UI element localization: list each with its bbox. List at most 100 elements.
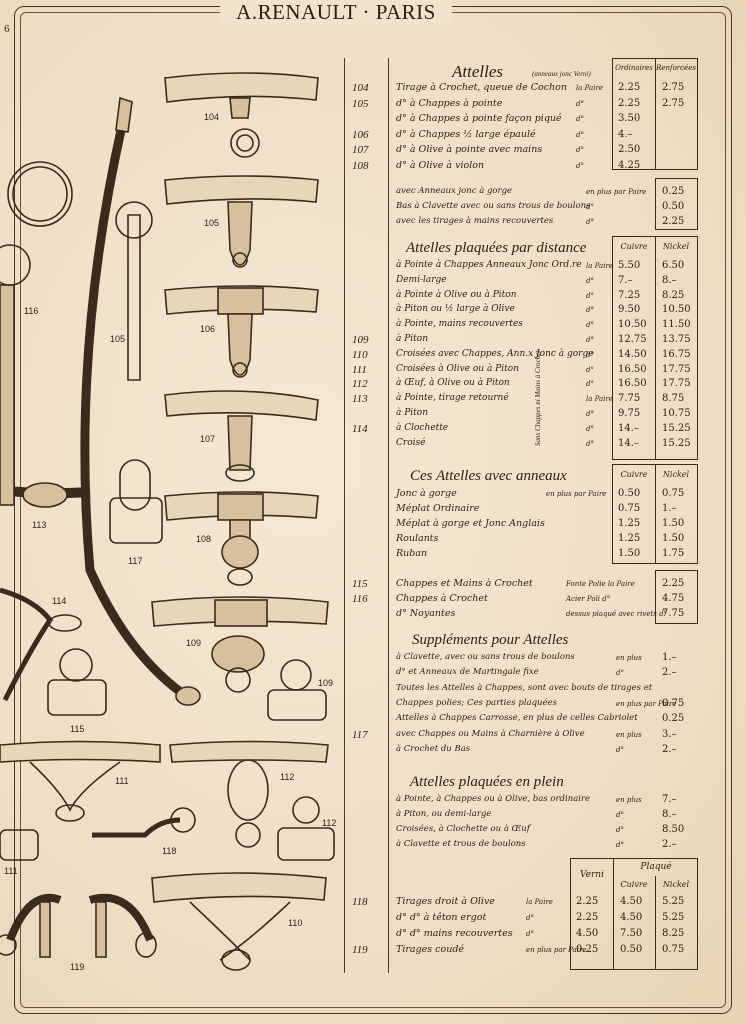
row-description: d° et Anneaux de Martingale fixe: [396, 667, 539, 678]
row-unit: d°: [576, 130, 584, 139]
row-price-2: 8.75: [662, 393, 685, 405]
fig-label: 105: [204, 218, 220, 228]
row-unit: d°: [616, 669, 624, 678]
row-description: Tirages coudé: [396, 944, 465, 955]
row-description: à Clochette: [396, 422, 449, 433]
fig-label: 113: [32, 520, 47, 530]
row-description: Méplat à gorge et Jonc Anglais: [396, 518, 545, 529]
row-description: Tirage à Crochet, queue de Cochon: [396, 82, 568, 93]
row-description: à Œuf, à Olive ou à Piton: [396, 378, 510, 389]
row-unit: d°: [586, 291, 594, 300]
row-description: Jonc à gorge: [396, 488, 457, 499]
col-header-renforcees: Renforcées: [656, 64, 696, 72]
row-price-1: 5.50: [618, 260, 641, 271]
row-unit: la Paire: [526, 898, 553, 906]
row-description: à Piton: [396, 408, 428, 418]
row-description: à Piton ou ½ large à Olive: [396, 304, 515, 315]
row-price-2: 1.50: [662, 533, 685, 544]
row-price: 0.25: [662, 186, 685, 197]
row-unit: en plus par Paire: [526, 946, 587, 954]
row-unit: d°: [576, 161, 584, 170]
row-number: 112: [352, 378, 368, 391]
attelle-105-drawing: [164, 175, 319, 268]
row-description: Chappes et Mains à Crochet: [396, 578, 533, 589]
col-header-cuivre: Cuivre: [620, 242, 648, 251]
row-description: Toutes les Attelles à Chappes, sont avec…: [396, 682, 653, 693]
attelle-104-drawing: [164, 72, 319, 158]
clip-105-drawing: [115, 201, 153, 381]
row-price-1: 7.–: [618, 274, 633, 286]
col-sep: [655, 464, 656, 564]
row-unit: d°: [586, 424, 594, 433]
row-price-2: 17.75: [662, 378, 691, 390]
row-description: d° d° mains recouvertes: [396, 928, 513, 939]
row-price-2: 15.25: [662, 437, 691, 449]
col-header-plaque: Plaqué: [640, 862, 672, 872]
row-description: d° Noyantes: [396, 608, 456, 619]
row-description: à Clavette et trous de boulons: [396, 839, 526, 849]
row-number: 105: [352, 97, 369, 110]
row-unit: d°: [616, 811, 624, 819]
row-price-2: 1.50: [662, 518, 685, 529]
row-unit: d°: [576, 115, 584, 123]
col-sep: [655, 876, 656, 970]
row-unit: d°: [616, 826, 624, 834]
row-unit: d°: [586, 321, 594, 330]
row-unit: d°: [526, 914, 534, 922]
row-price-2: 13.75: [662, 334, 691, 345]
fig-label: 112: [322, 818, 337, 828]
row-price-1: 12.75: [618, 334, 647, 345]
row-price: 0.50: [662, 201, 685, 212]
row-description: à Pointe à Chappes Anneaux Jonc Ord.re: [396, 260, 582, 270]
row-unit: Fonte Polie la Paire: [566, 580, 635, 588]
fig-label: 117: [128, 556, 143, 566]
row-price-verni: 2.25: [576, 896, 599, 907]
row-description: Ruban: [396, 548, 428, 559]
fig-label: 104: [204, 112, 220, 122]
row-price-2: 10.75: [662, 408, 691, 419]
row-description: Bas à Clavette avec ou sans trous de bou…: [396, 201, 591, 211]
row-description: à Crochet du Bas: [396, 743, 471, 754]
row-price-cuivre: 7.50: [620, 928, 643, 939]
col-header-cuivre: Cuivre: [620, 470, 648, 479]
buckle-111-drawing: [0, 829, 39, 861]
fig-label: 108: [196, 534, 212, 544]
row-price-1: 7.75: [618, 393, 641, 405]
price-box-s1-extras: [655, 178, 698, 230]
row-number: 115: [352, 578, 368, 590]
row-price-nickel: 8.25: [662, 928, 685, 939]
row-description: à Pointe, tirage retourné: [396, 393, 509, 404]
section-title-supplements: Suppléments pour Attelles: [412, 632, 569, 648]
row-unit: en plus: [616, 796, 642, 804]
fig-label: 118: [162, 846, 177, 856]
fig-label: 119: [70, 962, 85, 972]
row-description: à Clavette, avec ou sans trous de boulon…: [396, 652, 575, 662]
fig-label: 110: [288, 918, 303, 928]
price-row: Chappes et Mains à Crochet Fonte Polie la…: [396, 578, 696, 592]
row-description: d° à Olive à violon: [396, 159, 485, 171]
row-number: 117: [352, 728, 368, 741]
row-unit: d°: [586, 380, 594, 389]
hook-114-drawing: [0, 587, 82, 702]
attelle-112-drawing: [169, 740, 335, 861]
row-number: 108: [352, 159, 369, 172]
row-price-1: 2.25: [618, 97, 641, 109]
row-price: 0.75: [662, 697, 685, 709]
